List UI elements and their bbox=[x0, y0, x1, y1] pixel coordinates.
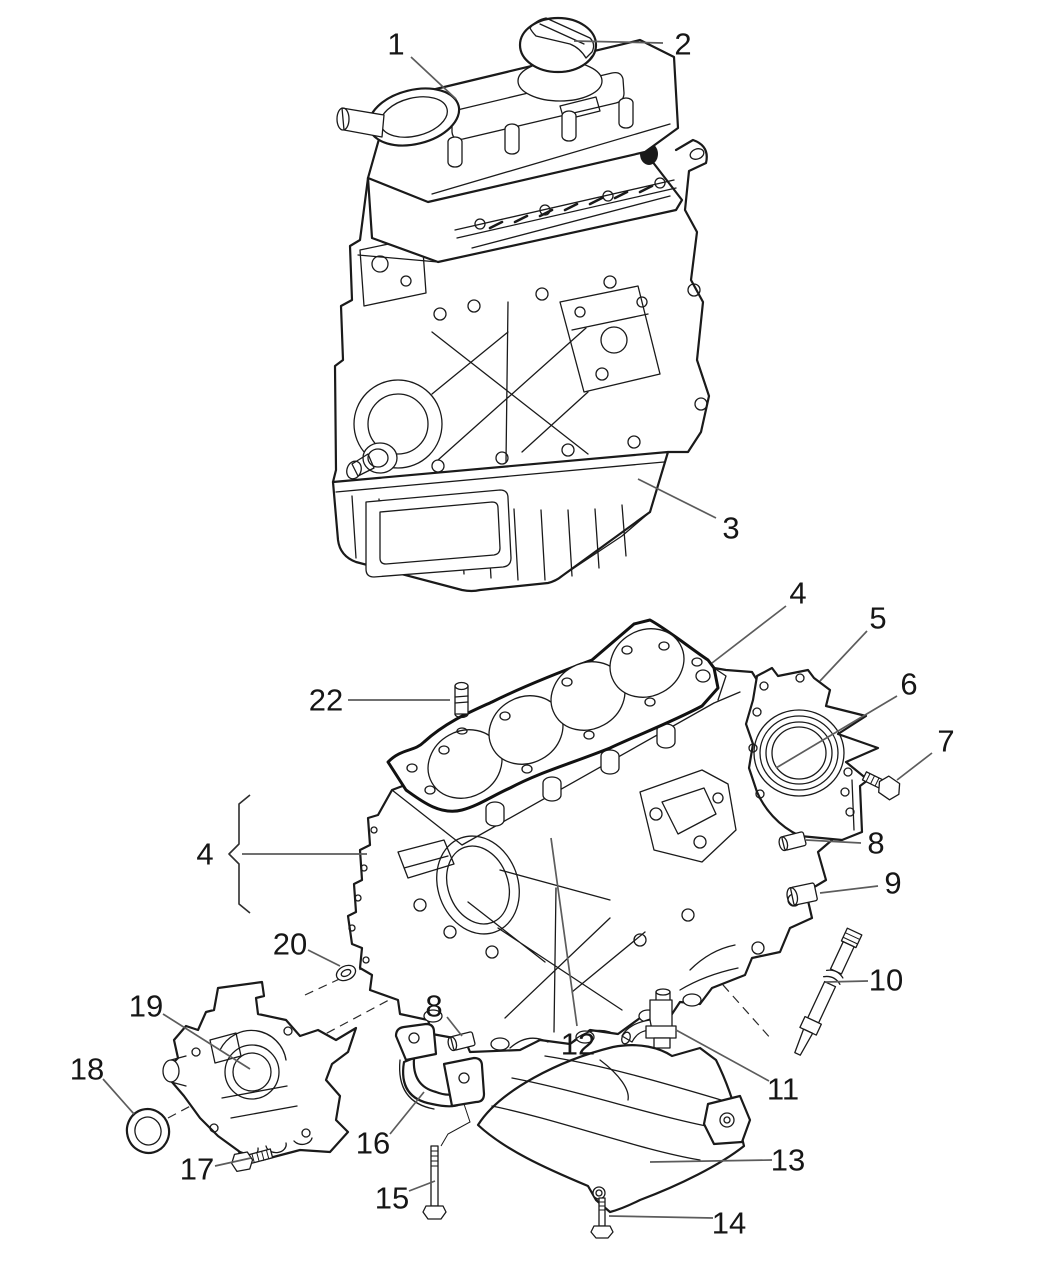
callout-number: 11 bbox=[767, 1072, 799, 1107]
leader-line bbox=[675, 1029, 770, 1082]
callout-number: 9 bbox=[884, 866, 901, 901]
leader-line bbox=[307, 949, 341, 967]
callout-number: 16 bbox=[356, 1126, 390, 1161]
leader-line bbox=[410, 56, 457, 100]
leader-line bbox=[214, 1157, 252, 1167]
cup-plug bbox=[786, 882, 818, 907]
callout-number: 14 bbox=[712, 1206, 746, 1241]
oil-filler-cap bbox=[517, 16, 603, 102]
callout-16: 16 bbox=[356, 1091, 425, 1161]
callout-18: 18 bbox=[70, 1052, 135, 1115]
dowel-pin bbox=[778, 831, 807, 852]
oil-pan bbox=[331, 450, 670, 593]
leader-line bbox=[819, 630, 868, 682]
callout-4: 4 bbox=[196, 794, 367, 914]
head-bolt-towers bbox=[447, 97, 634, 168]
callout-5: 5 bbox=[819, 601, 887, 682]
leader-line bbox=[649, 1159, 773, 1163]
callout-13: 13 bbox=[649, 1143, 805, 1178]
leader-line bbox=[389, 1091, 425, 1135]
callout-brace bbox=[228, 794, 251, 914]
front-cover-oil-pump bbox=[162, 980, 358, 1162]
oil-squirter bbox=[621, 988, 677, 1049]
engine-block-front bbox=[331, 138, 711, 484]
callout-7: 7 bbox=[896, 724, 955, 781]
leader-line bbox=[819, 885, 879, 894]
valve-cover bbox=[336, 16, 680, 204]
callout-4: 4 bbox=[711, 576, 807, 664]
leader-line bbox=[711, 605, 787, 664]
callout-9: 9 bbox=[819, 866, 902, 901]
alignment-dash-line bbox=[167, 914, 549, 1119]
callout-number: 8 bbox=[425, 989, 442, 1024]
engine-block-illustration bbox=[125, 618, 901, 1239]
callout-17: 17 bbox=[180, 1152, 252, 1187]
dipstick-tube bbox=[794, 927, 863, 1056]
callout-8: 8 bbox=[805, 826, 885, 861]
leader-line bbox=[775, 695, 898, 769]
callout-20: 20 bbox=[273, 927, 341, 967]
callout-number: 1 bbox=[387, 27, 404, 62]
callout-12: 12 bbox=[550, 837, 595, 1062]
callout-number: 2 bbox=[674, 27, 691, 62]
rear-seal-retainer bbox=[744, 666, 880, 842]
retainer-bolt bbox=[861, 771, 901, 801]
sealing-ring bbox=[335, 964, 357, 982]
callout-number: 6 bbox=[900, 667, 917, 702]
crankshaft-seal bbox=[771, 726, 827, 780]
leader-line bbox=[408, 1180, 436, 1192]
baffle-bolt-hole bbox=[592, 1186, 606, 1200]
callout-number: 4 bbox=[196, 837, 213, 872]
callout-number: 17 bbox=[180, 1152, 214, 1187]
callout-number: 19 bbox=[129, 989, 163, 1024]
cover-bolt bbox=[231, 1148, 274, 1173]
leader-line bbox=[896, 752, 933, 781]
windage-baffle bbox=[476, 1044, 752, 1214]
leader-line bbox=[825, 980, 869, 983]
long-bolt bbox=[422, 1145, 447, 1220]
callout-number: 7 bbox=[937, 724, 954, 759]
leader-line bbox=[550, 837, 578, 1027]
dowel-sleeve bbox=[454, 681, 469, 719]
bearing-retainer bbox=[394, 1022, 486, 1147]
dowel-hole bbox=[456, 727, 468, 735]
alignment-dash-line bbox=[304, 935, 433, 996]
leader-line bbox=[573, 40, 664, 44]
deck-bolt-bosses bbox=[485, 723, 676, 827]
callout-11: 11 bbox=[675, 1029, 799, 1107]
callout-number: 3 bbox=[722, 511, 739, 546]
callout-number: 12 bbox=[561, 1027, 595, 1062]
callout-22: 22 bbox=[309, 683, 450, 718]
baffle-bolt bbox=[590, 1197, 614, 1239]
front-crankshaft-seal bbox=[125, 1107, 171, 1155]
callout-19: 19 bbox=[129, 989, 251, 1070]
callout-1: 1 bbox=[387, 27, 457, 100]
leader-line bbox=[608, 1215, 714, 1219]
callout-number: 15 bbox=[375, 1181, 409, 1216]
engine-assembly-illustration bbox=[331, 16, 711, 593]
callout-6: 6 bbox=[775, 667, 918, 769]
callout-15: 15 bbox=[375, 1180, 436, 1216]
leader-line bbox=[637, 478, 717, 519]
callout-number: 8 bbox=[867, 826, 884, 861]
leader-line bbox=[162, 1013, 251, 1070]
leader-line bbox=[102, 1078, 135, 1115]
callout-number: 20 bbox=[273, 927, 307, 962]
callout-number: 10 bbox=[869, 963, 903, 998]
vent-tube bbox=[341, 107, 385, 138]
callout-8: 8 bbox=[425, 989, 463, 1037]
callout-number: 4 bbox=[789, 576, 806, 611]
callout-2: 2 bbox=[573, 27, 692, 62]
callout-10: 10 bbox=[825, 963, 903, 998]
callout-number: 5 bbox=[869, 601, 886, 636]
leader-line bbox=[805, 839, 862, 844]
callout-3: 3 bbox=[637, 478, 740, 546]
callout-number: 13 bbox=[771, 1143, 805, 1178]
callout-number: 18 bbox=[70, 1052, 104, 1087]
callout-14: 14 bbox=[608, 1206, 746, 1241]
head-gasket bbox=[386, 618, 720, 813]
callout-number: 22 bbox=[309, 683, 343, 718]
leader-line bbox=[446, 1016, 463, 1037]
